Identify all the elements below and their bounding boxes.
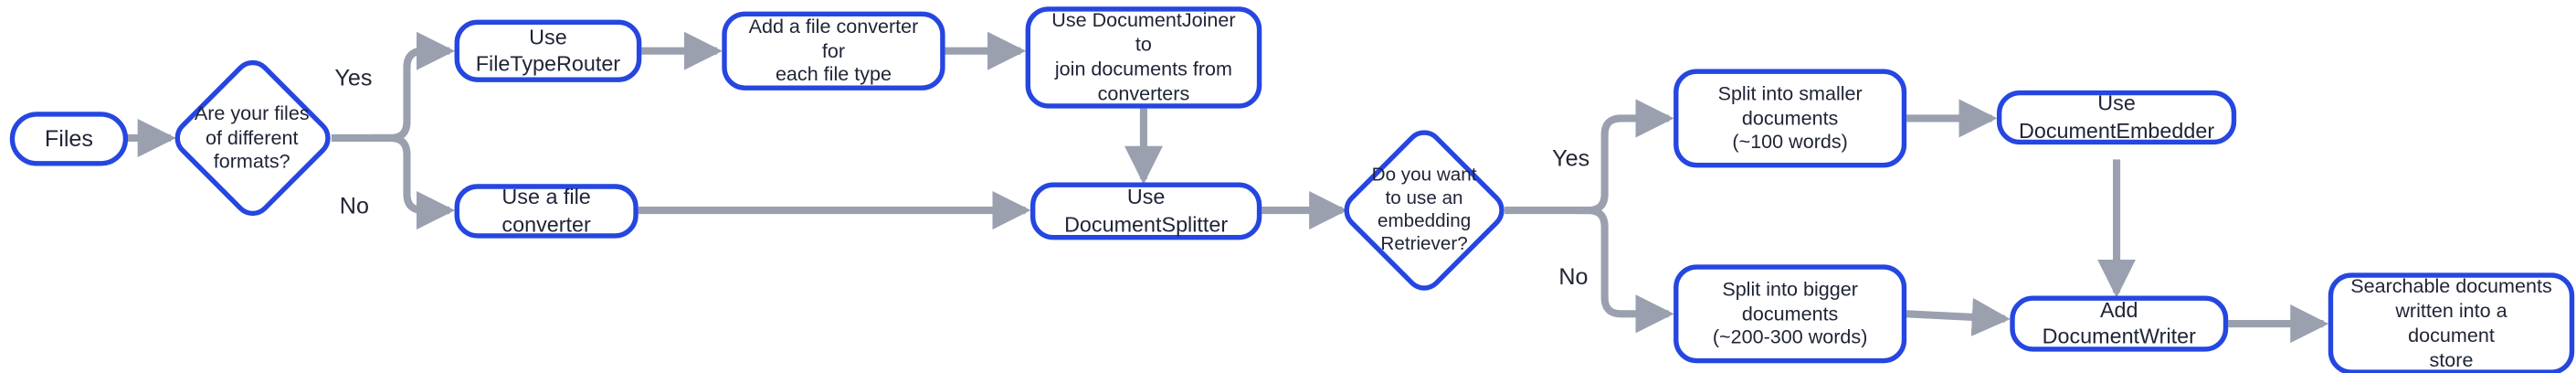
node-question-formats[interactable]: Are your files of different formats? bbox=[165, 51, 338, 225]
node-use-filetyperouter[interactable]: Use FileTypeRouter bbox=[454, 19, 642, 82]
node-question-retriever-label: Do you want to use an embedding Retrieve… bbox=[1371, 165, 1477, 255]
edge-formats-no bbox=[370, 133, 456, 230]
edge-bigger-to-writer bbox=[1906, 297, 2011, 336]
node-split-bigger-label: Split into bigger documents (~200-300 wo… bbox=[1712, 277, 1868, 349]
edge-formats-yes bbox=[370, 31, 456, 143]
node-split-smaller[interactable]: Split into smaller documents (~100 words… bbox=[1673, 69, 1907, 168]
node-use-documentjoiner-label: Use DocumentJoiner to join documents fro… bbox=[1051, 8, 1236, 105]
node-add-documentwriter-label: Add DocumentWriter bbox=[2042, 297, 2196, 349]
node-add-file-converters-label: Add a file converter for each file type bbox=[748, 14, 919, 87]
edge-label-retriever-yes: Yes bbox=[1548, 144, 1593, 171]
node-use-documentjoiner[interactable]: Use DocumentJoiner to join documents fro… bbox=[1025, 6, 1262, 109]
node-files-label: Files bbox=[44, 124, 93, 152]
node-use-documentsplitter[interactable]: Use DocumentSplitter bbox=[1030, 182, 1262, 240]
node-use-file-converter-label: Use a file converter bbox=[501, 185, 591, 236]
node-use-documentembedder[interactable]: Use DocumentEmbedder bbox=[1996, 90, 2237, 145]
node-question-retriever[interactable]: Do you want to use an embedding Retrieve… bbox=[1336, 122, 1513, 299]
node-files[interactable]: Files bbox=[9, 112, 129, 166]
edge-label-formats-yes: Yes bbox=[331, 64, 376, 91]
node-add-file-converters[interactable]: Add a file converter for each file type bbox=[722, 11, 945, 91]
node-searchable-documents[interactable]: Searchable documents written into a docu… bbox=[2328, 272, 2575, 373]
node-question-formats-label: Are your files of different formats? bbox=[194, 101, 310, 174]
node-use-documentsplitter-label: Use DocumentSplitter bbox=[1064, 185, 1229, 236]
edge-label-retriever-no: No bbox=[1555, 262, 1592, 290]
node-use-documentembedder-label: Use DocumentEmbedder bbox=[2018, 91, 2215, 143]
node-use-file-converter[interactable]: Use a file converter bbox=[454, 184, 639, 239]
node-split-smaller-label: Split into smaller documents (~100 words… bbox=[1717, 81, 1863, 154]
node-add-documentwriter[interactable]: Add DocumentWriter bbox=[2010, 295, 2229, 352]
node-use-filetyperouter-label: Use FileTypeRouter bbox=[475, 24, 621, 76]
edge-label-formats-no: No bbox=[336, 192, 373, 219]
node-split-bigger[interactable]: Split into bigger documents (~200-300 wo… bbox=[1673, 264, 1907, 364]
node-searchable-documents-label: Searchable documents written into a docu… bbox=[2350, 274, 2552, 371]
